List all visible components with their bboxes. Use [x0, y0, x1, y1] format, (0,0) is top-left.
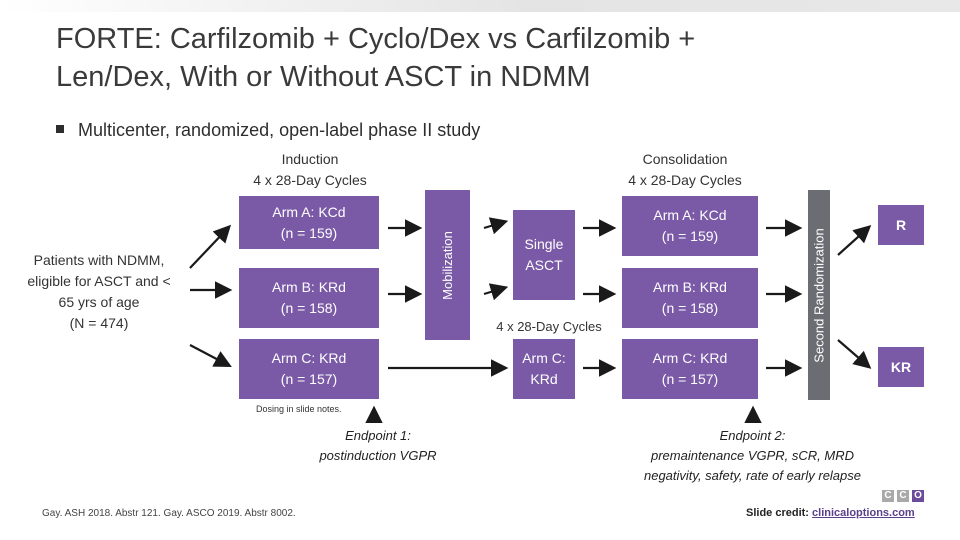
- patients-line-2: eligible for ASCT and <: [27, 273, 171, 289]
- induction-arm-c: Arm C: KRd (n = 157): [239, 339, 379, 399]
- induction-arm-a: Arm A: KCd (n = 159): [239, 196, 379, 249]
- consolidation-header: Consolidation 4 x 28-Day Cycles: [600, 149, 770, 191]
- mobilization-bar: Mobilization: [425, 190, 470, 340]
- maintenance-kr-label: KR: [890, 358, 912, 375]
- logo-letter-3: O: [912, 490, 924, 502]
- consolidation-arm-c-name: Arm C: KRd: [652, 350, 728, 366]
- consolidation-arm-a: Arm A: KCd (n = 159): [622, 196, 758, 256]
- arrow-randomization-to-r: [837, 225, 872, 256]
- cco-logo: C C O: [882, 490, 924, 502]
- endpoint-1-line-1: Endpoint 1:: [345, 428, 411, 443]
- consolidation-arm-a-n: (n = 159): [661, 228, 719, 244]
- consolidation-arm-b-name: Arm B: KRd: [653, 279, 727, 295]
- title-line-2: Len/Dex, With or Without ASCT in NDMM: [56, 61, 591, 93]
- arrow-patients-to-arm-a: [189, 224, 232, 269]
- induction-arm-b: Arm B: KRd (n = 158): [239, 268, 379, 328]
- single-asct-line-2: ASCT: [525, 257, 563, 273]
- consolidation-arm-b-n: (n = 158): [661, 300, 719, 316]
- induction-header-line-1: Induction: [281, 151, 339, 167]
- maintenance-r-label: R: [895, 216, 907, 233]
- footer-references: Gay. ASH 2018. Abstr 121. Gay. ASCO 2019…: [42, 508, 296, 519]
- consolidation-header-line-2: 4 x 28-Day Cycles: [628, 172, 742, 188]
- arrow-mobilization-to-asct-upper: [483, 217, 509, 235]
- asct-cycles-label: 4 x 28-Day Cycles: [496, 319, 602, 334]
- slide-credit-label: Slide credit:: [746, 507, 809, 519]
- second-randomization-bar: Second Randomization: [808, 190, 830, 400]
- dosing-note: Dosing in slide notes.: [256, 404, 342, 414]
- slide-credit: Slide credit: clinicaloptions.com: [746, 507, 915, 519]
- patients-eligibility: Patients with NDMM, eligible for ASCT an…: [10, 250, 188, 334]
- consolidation-arm-a-name: Arm A: KCd: [653, 207, 727, 223]
- arrow-randomization-to-kr: [837, 339, 872, 369]
- induction-arm-b-name: Arm B: KRd: [272, 279, 346, 295]
- maintenance-kr: KR: [878, 347, 924, 387]
- maintenance-r: R: [878, 205, 924, 245]
- endpoint-1-line-2: postinduction VGPR: [319, 448, 437, 463]
- induction-arm-a-name: Arm A: KCd: [272, 203, 346, 220]
- consolidation-arm-c-n: (n = 157): [661, 371, 719, 387]
- induction-header-line-2: 4 x 28-Day Cycles: [253, 172, 367, 188]
- consolidation-arm-b: Arm B: KRd (n = 158): [622, 268, 758, 328]
- slide-credit-link[interactable]: clinicaloptions.com: [812, 507, 915, 519]
- arm-c-krd-line-2: KRd: [530, 371, 558, 387]
- title-line-1: FORTE: Carfilzomib + Cyclo/Dex vs Carfil…: [56, 23, 696, 55]
- endpoint-2-line-2: premaintenance VGPR, sCR, MRD: [650, 448, 854, 463]
- patients-line-1: Patients with NDMM,: [33, 252, 165, 268]
- arm-c-krd-line-1: Arm C:: [522, 350, 566, 366]
- logo-letter-2: C: [897, 490, 909, 502]
- induction-arm-c-n: (n = 157): [280, 371, 338, 387]
- bullet-square-icon: [56, 125, 64, 134]
- arm-c-krd-box: Arm C: KRd: [513, 339, 575, 399]
- induction-arm-b-n: (n = 158): [280, 300, 338, 316]
- arrow-mobilization-to-asct-lower: [483, 283, 509, 301]
- arrow-patients-to-arm-c: [189, 344, 232, 368]
- induction-arm-a-n: (n = 159): [280, 224, 338, 241]
- endpoint-1: Endpoint 1: postinduction VGPR: [298, 426, 458, 466]
- single-asct-box: Single ASCT: [513, 210, 575, 300]
- induction-arm-c-name: Arm C: KRd: [271, 350, 347, 366]
- single-asct-line-1: Single: [524, 236, 564, 252]
- patients-line-4: (N = 474): [69, 315, 129, 331]
- endpoint-2-line-3: negativity, safety, rate of early relaps…: [643, 468, 861, 483]
- endpoint-2-line-1: Endpoint 2:: [719, 428, 786, 443]
- slide-title: FORTE: Carfilzomib + Cyclo/Dex vs Carfil…: [56, 20, 876, 96]
- consolidation-header-line-1: Consolidation: [642, 151, 728, 167]
- study-bullet: Multicenter, randomized, open-label phas…: [56, 120, 480, 141]
- bullet-text: Multicenter, randomized, open-label phas…: [78, 120, 481, 140]
- logo-letter-1: C: [882, 490, 894, 502]
- patients-line-3: 65 yrs of age: [58, 294, 140, 310]
- top-gradient-bar: [0, 0, 960, 12]
- endpoint-2: Endpoint 2: premaintenance VGPR, sCR, MR…: [600, 426, 905, 486]
- induction-header: Induction 4 x 28-Day Cycles: [230, 149, 390, 191]
- consolidation-arm-c: Arm C: KRd (n = 157): [622, 339, 758, 399]
